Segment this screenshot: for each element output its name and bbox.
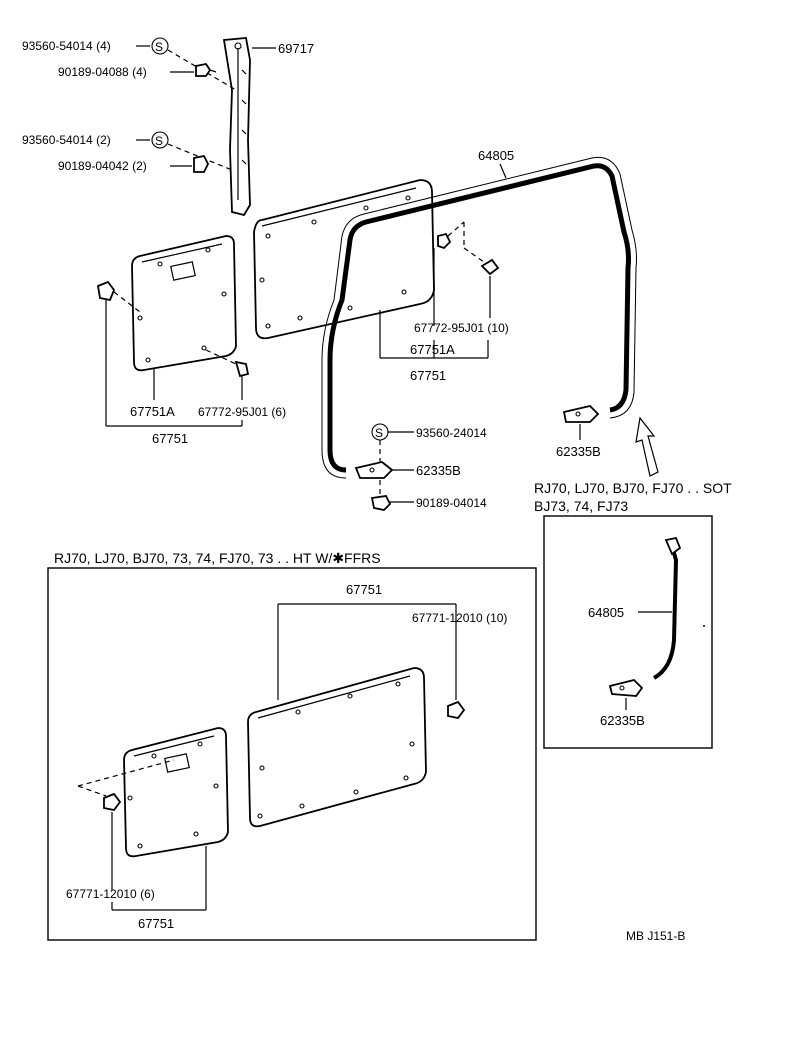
label-ht-board-top: 67751	[346, 582, 382, 597]
sot-heading-line1: RJ70, LJ70, BJ70, FJ70 . . SOT	[534, 480, 732, 496]
retainer-part	[562, 405, 600, 423]
label-board-left: 67751	[152, 431, 188, 446]
clip-fastener-icon	[447, 700, 466, 719]
ht-heading: RJ70, LJ70, BJ70, 73, 74, FJ70, 73 . . H…	[54, 550, 381, 566]
clip-fastener-icon	[96, 280, 116, 302]
label-sot-retainer: 62335B	[600, 713, 645, 728]
label-clip-left: 67772-95J01 (6)	[198, 405, 286, 419]
footer-code: MB J151-B	[626, 929, 685, 943]
weatherstrip-part	[321, 156, 637, 479]
board-right-part	[253, 179, 435, 340]
label-weatherstrip: 64805	[478, 148, 514, 163]
label-board-right-a: 67751A	[410, 342, 455, 357]
label-washer-2: 93560-54014 (2)	[22, 133, 111, 147]
ht-box	[47, 567, 537, 941]
svg-text:S: S	[155, 40, 163, 54]
washer-icon: S	[151, 37, 169, 55]
label-washer-4: 93560-54014 (4)	[22, 39, 111, 53]
label-ht-board-bottom: 67751	[138, 916, 174, 931]
label-sot-weatherstrip: 64805	[588, 605, 624, 620]
svg-text:S: S	[155, 134, 163, 148]
label-screw-2: 90189-04042 (2)	[58, 159, 147, 173]
sot-heading-line2: BJ73, 74, FJ73	[534, 498, 628, 514]
washer-icon: S	[151, 131, 169, 149]
label-board-right: 67751	[410, 368, 446, 383]
label-pillar-trim: 69717	[278, 41, 314, 56]
sot-box	[543, 515, 713, 749]
pillar-trim-part	[222, 37, 251, 217]
label-board-left-a: 67751A	[130, 404, 175, 419]
washer-icon: S	[371, 423, 389, 441]
sot-retainer-part	[608, 679, 644, 697]
clip-fastener-icon	[437, 232, 452, 250]
label-ht-clip-right: 67771-12010 (10)	[412, 611, 507, 625]
clip-icon	[480, 258, 500, 276]
clip-fastener-icon	[103, 792, 122, 811]
screw-icon	[195, 62, 217, 77]
clip-icon	[234, 360, 250, 378]
screw-icon	[193, 154, 210, 173]
svg-text:S: S	[375, 426, 383, 440]
ht-board-small-part	[123, 727, 229, 858]
label-screw-single: 90189-04014	[416, 496, 487, 510]
board-left-part	[131, 235, 237, 372]
label-clip-right: 67772-95J01 (10)	[414, 321, 509, 335]
label-retainer-right: 62335B	[556, 444, 601, 459]
label-ht-clip-left: 67771-12010 (6)	[66, 887, 155, 901]
label-screw-4: 90189-04088 (4)	[58, 65, 147, 79]
label-washer-single: 93560-24014	[416, 426, 487, 440]
arrow-up-icon	[635, 416, 659, 477]
sot-weatherstrip-part	[652, 536, 682, 680]
retainer-part	[354, 461, 394, 479]
label-retainer-left: 62335B	[416, 463, 461, 478]
ht-board-large-part	[247, 667, 427, 828]
nut-icon	[370, 495, 392, 511]
